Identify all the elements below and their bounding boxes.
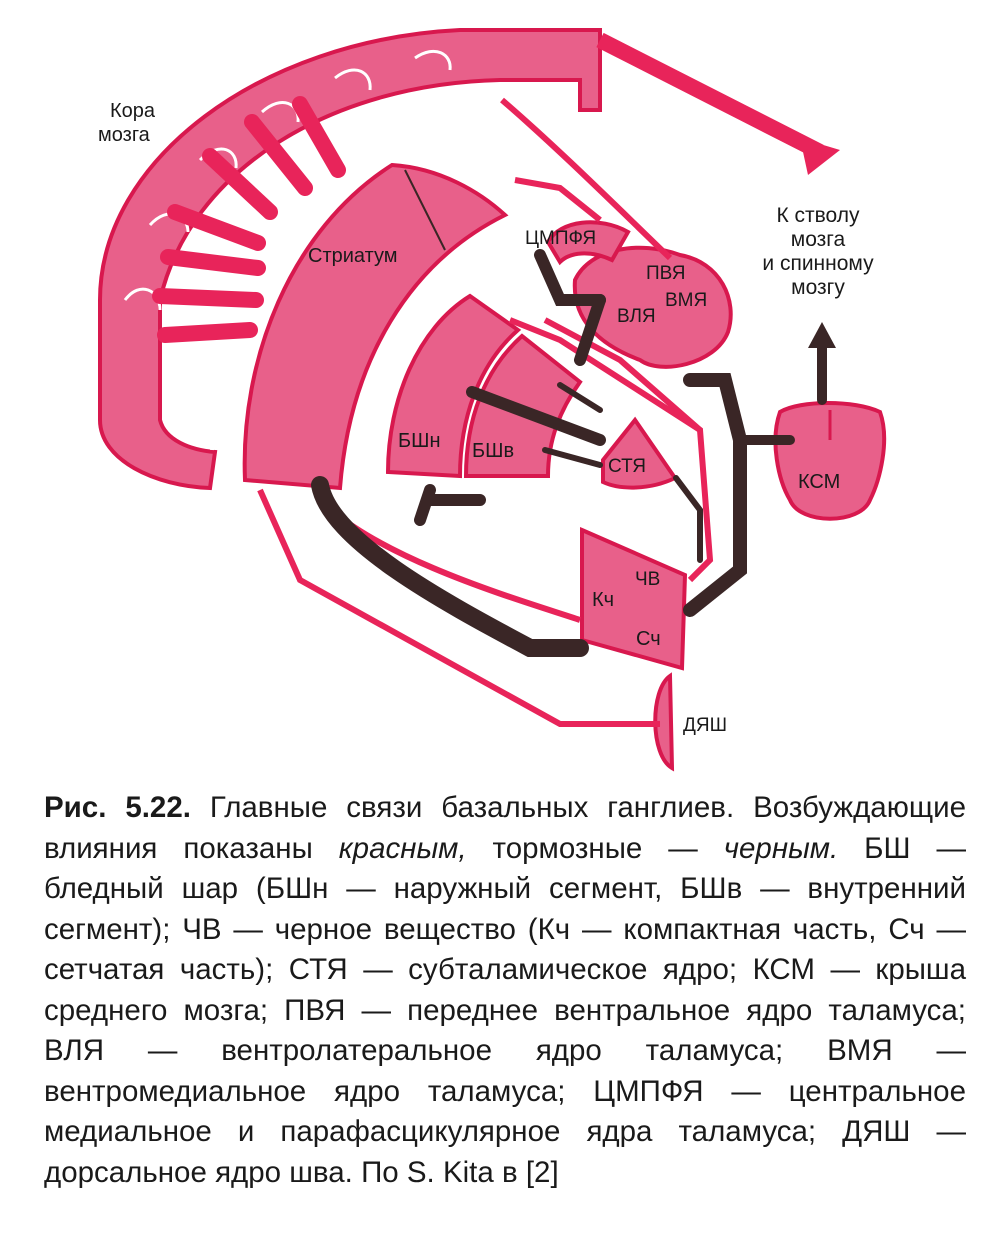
- basal-ganglia-diagram: Стриатум БШн БШв ЦМПФЯ ПВЯ ВМЯ ВЛЯ СТЯ Ч…: [98, 28, 887, 772]
- bshn-label: БШн: [398, 430, 441, 452]
- caption-text-1: Главные связи базальных ганглиев. Возбуж…: [44, 791, 966, 865]
- tectum: КСМ: [773, 401, 887, 521]
- brainstem-label: К стволу мозга и спинному мозгу: [762, 204, 874, 299]
- figure-number: Рис. 5.22.: [44, 791, 191, 824]
- pvya-label: ПВЯ: [646, 263, 685, 284]
- cortico-striatal-projections: [152, 96, 346, 343]
- cmpf-label: ЦМПФЯ: [525, 228, 596, 249]
- caption-text-2: тормозные —: [466, 831, 724, 865]
- chv-label: ЧВ: [635, 569, 660, 590]
- inhibitory-pathways: [311, 249, 836, 657]
- striatum: Стриатум: [242, 162, 509, 491]
- svg-text:мозга: мозга: [98, 124, 151, 146]
- subthalamic-nucleus: СТЯ: [601, 416, 678, 490]
- striatum-label: Стриатум: [308, 245, 398, 267]
- caption-red-word: красным,: [338, 831, 467, 865]
- svg-text:мозга: мозга: [791, 228, 846, 251]
- substantia-nigra: ЧВ Кч Сч: [580, 526, 688, 671]
- kch-label: Кч: [592, 589, 614, 611]
- thalamus: ЦМПФЯ ПВЯ ВМЯ ВЛЯ: [525, 220, 733, 369]
- svg-text:К стволу: К стволу: [776, 204, 860, 227]
- svg-text:мозгу: мозгу: [791, 276, 845, 299]
- cortex-label: Кора мозга: [98, 100, 156, 146]
- figure-caption: Рис. 5.22. Главные связи базальных гангл…: [44, 788, 966, 1193]
- globus-pallidus: БШн БШв: [385, 293, 583, 479]
- bshv-label: БШв: [472, 440, 514, 462]
- vmya-label: ВМЯ: [665, 290, 707, 311]
- svg-text:и спинному: и спинному: [762, 252, 874, 275]
- caption-black-word: черным.: [723, 831, 839, 865]
- ksm-label: КСМ: [798, 471, 840, 493]
- dorsal-raphe: ДЯШ: [653, 672, 727, 772]
- stya-label: СТЯ: [608, 456, 646, 477]
- dyash-label: ДЯШ: [683, 715, 727, 736]
- svg-text:Кора: Кора: [110, 100, 156, 122]
- sch-label: Сч: [636, 628, 661, 650]
- vlya-label: ВЛЯ: [617, 306, 656, 327]
- caption-text-3: БШ — бледный шар (БШн — наружный сегмент…: [44, 831, 967, 1189]
